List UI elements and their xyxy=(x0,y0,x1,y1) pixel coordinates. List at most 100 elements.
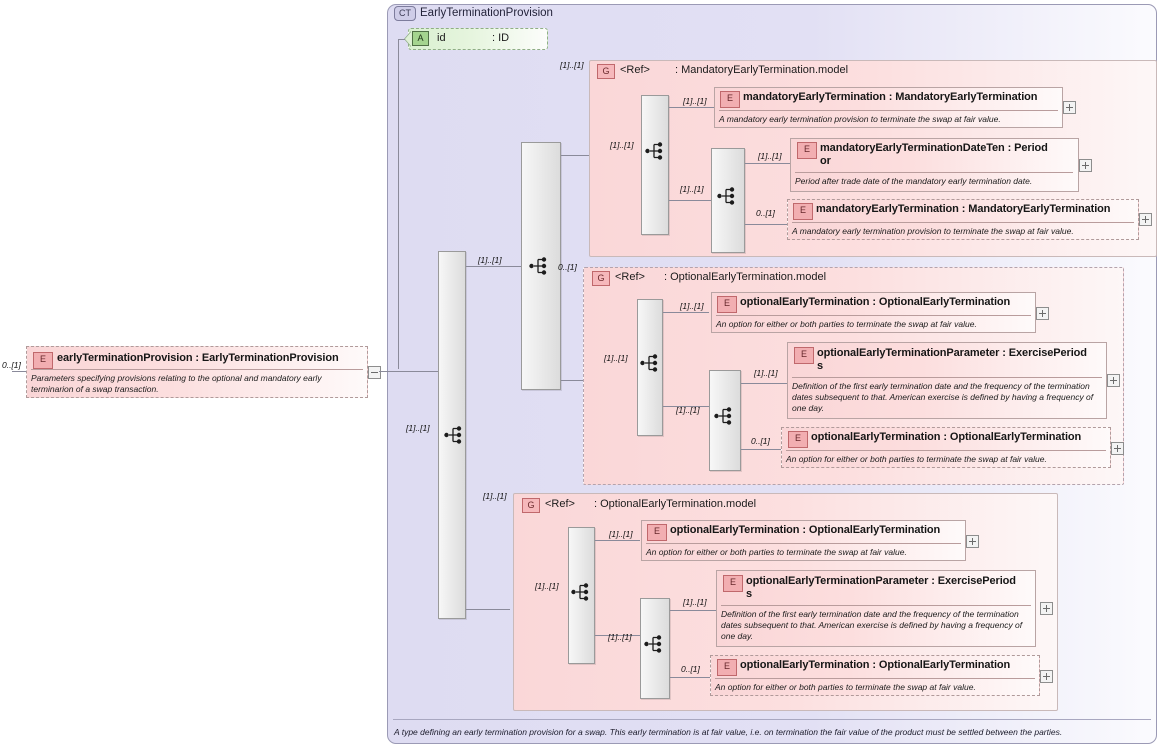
element-description: An option for either or both parties to … xyxy=(716,319,977,329)
upper-bar-cardinality: [1]..[1] xyxy=(478,255,502,265)
root-element-collapse-toggle[interactable] xyxy=(368,366,381,379)
choice-icon-group2 xyxy=(640,354,658,372)
root-element-cardinality: 0..[1] xyxy=(2,360,21,370)
element-divider xyxy=(715,678,1035,679)
attribute-id-box[interactable] xyxy=(408,28,548,50)
complextype-footer-divider xyxy=(393,719,1151,720)
element-divider xyxy=(716,315,1031,316)
root-element-left-stub xyxy=(12,371,26,372)
element-description: An option for either or both parties to … xyxy=(786,454,1047,464)
element-description: An option for either or both parties to … xyxy=(715,682,976,692)
choice-icon-group1 xyxy=(645,142,663,160)
group1-choice-bar[interactable] xyxy=(641,95,669,235)
element-cardinality: [1]..[1] xyxy=(683,597,707,607)
element-divider xyxy=(719,110,1058,111)
element-description: An option for either or both parties to … xyxy=(646,547,907,557)
element-mandatoryEarlyTermination-2[interactable] xyxy=(787,199,1139,240)
root-to-sequence-cardinality: [1]..[1] xyxy=(406,423,430,433)
element-tag: E xyxy=(723,575,743,592)
element-title-overflow: s xyxy=(817,360,824,372)
element-title: optionalEarlyTermination : OptionalEarly… xyxy=(811,431,1082,443)
element-title: mandatoryEarlyTerminationDateTen : Perio… xyxy=(820,142,1048,154)
element-optionalEarlyTermination-2[interactable] xyxy=(781,427,1111,468)
group1-branch-el1 xyxy=(669,107,714,108)
element-expand-toggle[interactable] xyxy=(1139,213,1152,226)
group3-choice-bar[interactable] xyxy=(568,527,595,664)
attribute-connector-horizontal xyxy=(398,39,405,40)
element-mandatoryEarlyTermination-1[interactable] xyxy=(714,87,1063,128)
element-expand-toggle[interactable] xyxy=(1040,670,1053,683)
group3-cardinality: [1]..[1] xyxy=(483,491,507,501)
element-cardinality: [1]..[1] xyxy=(609,529,633,539)
element-expand-toggle[interactable] xyxy=(1079,159,1092,172)
element-divider xyxy=(786,450,1106,451)
group1-cardinality: [1]..[1] xyxy=(560,60,584,70)
sequence-icon-group1-inner xyxy=(717,187,735,205)
group1-inner-branch-b xyxy=(745,224,787,225)
element-expand-toggle[interactable] xyxy=(1107,374,1120,387)
group2-choice-bar[interactable] xyxy=(637,299,663,436)
element-cardinality: [1]..[1] xyxy=(680,301,704,311)
group1-inner-bar[interactable] xyxy=(711,148,745,253)
group1-name: : MandatoryEarlyTermination.model xyxy=(675,64,849,76)
root-to-sequence-line xyxy=(379,371,439,372)
group2-inner-bar[interactable] xyxy=(709,370,741,471)
group3-branch-sub xyxy=(595,635,640,636)
group2-tag: G xyxy=(592,271,610,286)
group3-inner-bar[interactable] xyxy=(640,598,670,699)
element-title: optionalEarlyTerminationParameter : Exer… xyxy=(817,347,1087,359)
attribute-connector-vertical xyxy=(398,39,399,369)
element-optionalEarlyTermination-4[interactable] xyxy=(710,655,1040,696)
element-optionalEarlyTerminationParameter-1[interactable] xyxy=(787,342,1107,419)
element-mandatoryEarlyTerminationDateTenor[interactable] xyxy=(790,138,1079,192)
element-description: A mandatory early termination provision … xyxy=(792,226,1074,236)
element-tag: E xyxy=(788,431,808,448)
element-tag: E xyxy=(794,347,814,364)
root-element-title: earlyTerminationProvision : EarlyTermina… xyxy=(57,352,339,364)
element-expand-toggle[interactable] xyxy=(1040,602,1053,615)
root-element-box[interactable] xyxy=(26,346,368,398)
complextype-footer-description: A type defining an early termination pro… xyxy=(394,727,1063,737)
attribute-type: : ID xyxy=(492,32,510,44)
group1-branch-sub xyxy=(669,200,711,201)
element-optionalEarlyTermination-3[interactable] xyxy=(641,520,966,561)
attribute-pointer-inner xyxy=(405,32,411,46)
root-element-divider xyxy=(31,369,363,370)
element-expand-toggle[interactable] xyxy=(1111,442,1124,455)
main-sequence-bar[interactable] xyxy=(438,251,466,619)
group2-cardinality: 0..[1] xyxy=(558,262,577,272)
group2-inner-branch-a xyxy=(741,383,787,384)
element-tag: E xyxy=(647,524,667,541)
main-branch-1 xyxy=(466,266,521,267)
element-description: Period after trade date of the mandatory… xyxy=(795,176,1033,186)
root-element-tag: E xyxy=(33,352,53,369)
element-title: optionalEarlyTermination : OptionalEarly… xyxy=(670,524,941,536)
element-optionalEarlyTermination-1[interactable] xyxy=(711,292,1036,333)
group3-ref-label: <Ref> xyxy=(545,498,575,510)
attribute-tag: A xyxy=(412,31,429,46)
element-optionalEarlyTerminationParameter-2[interactable] xyxy=(716,570,1036,647)
group3-name: : OptionalEarlyTermination.model xyxy=(594,498,757,510)
element-title: optionalEarlyTermination : OptionalEarly… xyxy=(740,296,1011,308)
upper-bar-branch-group1 xyxy=(561,155,589,156)
sequence-icon-group3-inner xyxy=(644,635,662,653)
element-cardinality: [1]..[1] xyxy=(758,151,782,161)
group1-inner-cardinality: [1]..[1] xyxy=(680,184,704,194)
group3-inner-cardinality: [1]..[1] xyxy=(608,632,632,642)
element-title-overflow: s xyxy=(746,588,753,600)
element-cardinality: [1]..[1] xyxy=(754,368,778,378)
element-expand-toggle[interactable] xyxy=(966,535,979,548)
group3-tag: G xyxy=(522,498,540,513)
element-expand-toggle[interactable] xyxy=(1063,101,1076,114)
element-divider xyxy=(646,543,961,544)
element-description: Definition of the first early terminatio… xyxy=(721,609,1023,641)
element-cardinality: 0..[1] xyxy=(751,436,770,446)
group2-bar-cardinality: [1]..[1] xyxy=(604,353,628,363)
element-cardinality: 0..[1] xyxy=(756,208,775,218)
element-cardinality: [1]..[1] xyxy=(683,96,707,106)
element-title-overflow: or xyxy=(820,155,831,167)
element-expand-toggle[interactable] xyxy=(1036,307,1049,320)
element-description: A mandatory early termination provision … xyxy=(719,114,1001,124)
choice-icon-group3 xyxy=(571,583,589,601)
